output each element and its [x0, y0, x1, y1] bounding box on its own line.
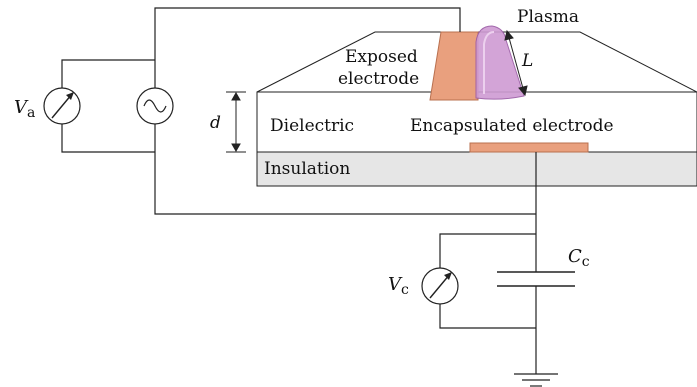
dimension-L-label: L	[521, 51, 533, 71]
cc-label-sub: c	[582, 254, 590, 270]
ground-icon	[514, 373, 558, 387]
cc-label-main: C	[568, 246, 582, 267]
plasma-label: Plasma	[517, 7, 579, 27]
wires	[61, 7, 537, 374]
wire-va-bottom	[61, 124, 155, 153]
meter-arrow-vc-icon	[429, 273, 451, 299]
exposed-electrode-label-2: electrode	[338, 69, 419, 89]
encapsulated-electrode	[469, 142, 589, 153]
meter-arrow-va-icon	[51, 93, 73, 119]
insulation-label: Insulation	[264, 159, 350, 179]
wire-to-exposed	[154, 7, 461, 88]
vc-label-main: V	[388, 274, 403, 295]
va-label: Va	[14, 97, 35, 121]
dielectric-label: Dielectric	[270, 116, 354, 136]
dimension-L	[504, 29, 528, 97]
cc-label: Cc	[568, 246, 590, 270]
dimension-d	[226, 91, 246, 153]
va-label-sub: a	[27, 105, 35, 121]
wire-vc-bottom	[439, 304, 536, 329]
ac-sine-icon	[143, 99, 167, 113]
vc-label-sub: c	[401, 282, 409, 298]
exposed-electrode-label-1: Exposed	[345, 47, 418, 67]
wire-return	[154, 124, 536, 215]
encapsulated-electrode-label: Encapsulated electrode	[410, 116, 614, 136]
meter-arrowhead-va-icon	[66, 92, 74, 100]
va-label-main: V	[14, 97, 29, 118]
dimension-d-label: d	[210, 113, 221, 133]
wire-vc-top	[439, 233, 536, 268]
plasma-region	[475, 25, 525, 100]
wire-va-top	[61, 59, 155, 88]
exposed-electrode	[429, 31, 479, 101]
vc-label: Vc	[388, 274, 409, 298]
meter-arrowhead-vc-icon	[444, 272, 452, 280]
plasma-highlight	[483, 31, 495, 94]
dielectric-block	[256, 91, 697, 153]
